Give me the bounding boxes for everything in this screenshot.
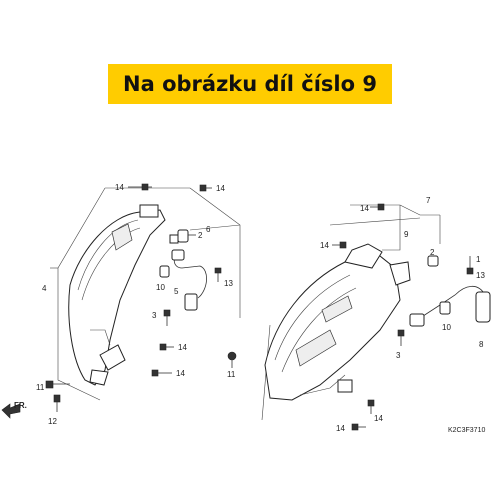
label-14: 14 <box>374 414 383 423</box>
label-14: 14 <box>216 184 225 193</box>
label-14: 14 <box>336 424 345 433</box>
label-14: 14 <box>320 241 329 250</box>
banner-text: Na obrázku díl číslo 9 <box>123 72 377 96</box>
front-direction-arrow: FR. <box>1 401 27 419</box>
label-3: 3 <box>152 311 157 320</box>
label-14: 14 <box>178 343 187 352</box>
label-3: 3 <box>396 351 401 360</box>
label-13: 13 <box>476 271 485 280</box>
diagram-code: K2C3F3710 <box>448 427 485 434</box>
right-small-parts <box>332 203 491 431</box>
left-small-parts <box>45 183 237 412</box>
label-14: 14 <box>176 369 185 378</box>
left-headlight-housing <box>68 204 166 386</box>
label-1: 1 <box>476 255 481 264</box>
label-6: 6 <box>206 225 211 234</box>
label-14: 14 <box>115 183 124 192</box>
label-4: 4 <box>42 284 47 293</box>
label-9: 9 <box>404 230 409 239</box>
label-12: 12 <box>48 417 57 426</box>
label-10: 10 <box>156 283 165 292</box>
right-headlight-housing <box>264 243 411 401</box>
label-8: 8 <box>479 340 484 349</box>
label-2: 2 <box>430 248 435 257</box>
label-13: 13 <box>224 279 233 288</box>
label-7: 7 <box>426 196 431 205</box>
label-14: 14 <box>360 204 369 213</box>
label-5: 5 <box>174 287 179 296</box>
label-10: 10 <box>442 323 451 332</box>
direction-label: FR. <box>14 401 27 410</box>
label-11: 11 <box>227 370 236 379</box>
part-number-banner: Na obrázku díl číslo 9 <box>108 64 392 104</box>
label-2: 2 <box>198 231 203 240</box>
label-11: 11 <box>36 383 45 392</box>
part-labels: 14 14 2 6 4 10 13 5 3 11 12 14 14 11 14 … <box>36 183 485 433</box>
